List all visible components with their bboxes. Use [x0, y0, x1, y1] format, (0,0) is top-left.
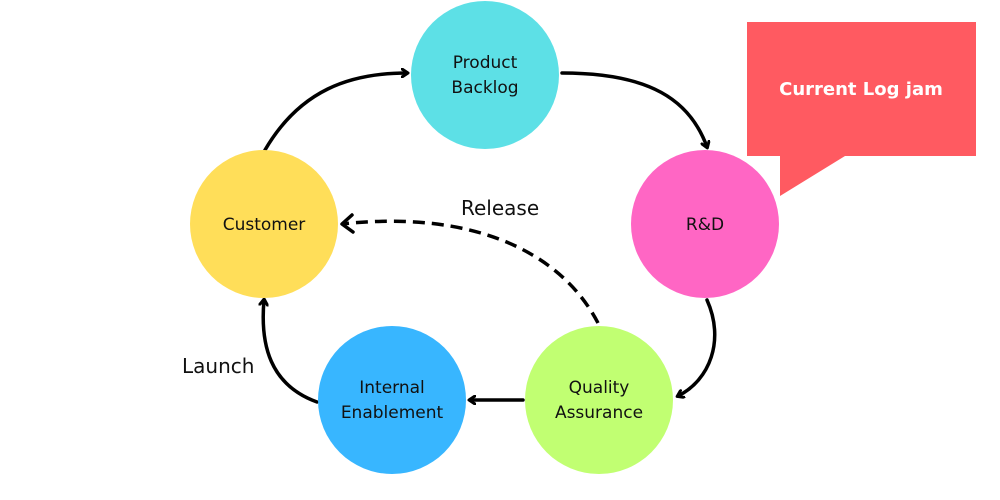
arrow-release-head [340, 213, 355, 234]
node-quality-assurance-label-line1: Quality [569, 378, 630, 398]
node-product-backlog-label-line2: Backlog [451, 78, 518, 98]
callout-text: Current Log jam [779, 79, 943, 100]
callout-bubble [747, 22, 976, 196]
arrow-product-backlog-to-rnd [560, 71, 707, 147]
arrow-rnd-to-quality-assurance [678, 298, 717, 396]
edge-label-release: Release [461, 196, 539, 220]
node-customer-circle [190, 150, 338, 298]
node-rnd-label: R&D [686, 215, 724, 235]
node-rnd-circle [631, 150, 779, 298]
node-product-backlog: Product Backlog [411, 1, 559, 149]
node-quality-assurance: Quality Assurance [525, 326, 673, 474]
node-internal-enablement: Internal Enablement [318, 326, 466, 474]
edge-label-launch: Launch [182, 354, 254, 378]
node-customer: Customer [190, 150, 338, 298]
node-customer-label: Customer [223, 215, 306, 235]
node-internal-enablement-circle [318, 326, 466, 474]
node-quality-assurance-label-line2: Assurance [555, 403, 643, 423]
node-product-backlog-circle [411, 1, 559, 149]
node-internal-enablement-label-line1: Internal [359, 378, 425, 398]
arrow-internal-enablement-to-customer [263, 300, 319, 404]
node-product-backlog-label-line1: Product [453, 53, 518, 73]
arrow-release-dashed [341, 219, 600, 324]
arrow-customer-to-product-backlog [263, 73, 407, 152]
node-rnd: R&D [631, 150, 779, 298]
node-quality-assurance-circle [525, 326, 673, 474]
node-internal-enablement-label-line2: Enablement [341, 403, 444, 423]
